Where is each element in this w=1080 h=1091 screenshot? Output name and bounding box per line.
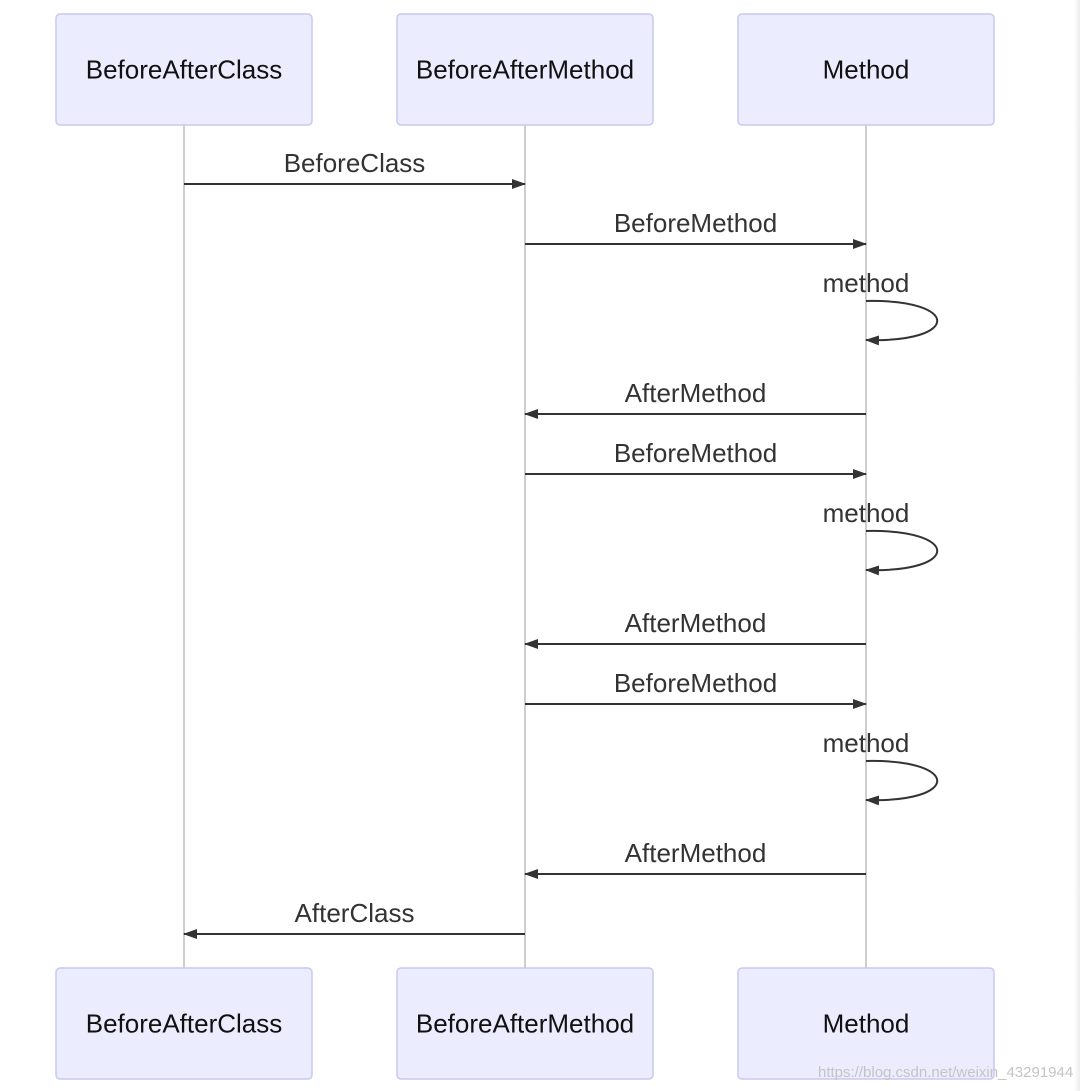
actor-box-bottom-beforeaftermethod bbox=[396, 967, 654, 1080]
message-label: BeforeMethod bbox=[614, 668, 777, 698]
self-call-arrow bbox=[865, 299, 939, 346]
message-label: BeforeMethod bbox=[614, 208, 777, 238]
actor-label-top-beforeaftermethod: BeforeAfterMethod bbox=[416, 55, 634, 85]
self-call-arrow bbox=[865, 759, 939, 806]
message-label: method bbox=[823, 268, 910, 298]
messages: BeforeClassBeforeMethodmethodAfterMethod… bbox=[183, 148, 939, 939]
message-label: BeforeMethod bbox=[614, 438, 777, 468]
actor-label-bottom-method: Method bbox=[823, 1009, 910, 1039]
actor-box-bottom-beforeafterclass bbox=[55, 967, 313, 1080]
actor-box-top-beforeaftermethod bbox=[396, 13, 654, 126]
message-label: method bbox=[823, 498, 910, 528]
page-edge-shadow bbox=[1074, 0, 1080, 1091]
message-label: method bbox=[823, 728, 910, 758]
actor-label-bottom-beforeaftermethod: BeforeAfterMethod bbox=[416, 1009, 634, 1039]
actor-box-top-beforeafterclass bbox=[55, 13, 313, 126]
actor-label-top-method: Method bbox=[823, 55, 910, 85]
message-label: AfterMethod bbox=[625, 608, 767, 638]
watermark-text: https://blog.csdn.net/weixin_43291944 bbox=[818, 1064, 1074, 1081]
actor-box-top-method bbox=[737, 13, 995, 126]
message-label: AfterMethod bbox=[625, 838, 767, 868]
message-label: BeforeClass bbox=[284, 148, 426, 178]
actor-box-bottom-method bbox=[737, 967, 995, 1080]
actor-label-top-beforeafterclass: BeforeAfterClass bbox=[86, 55, 283, 85]
self-call-arrow bbox=[865, 529, 939, 576]
actor-label-bottom-beforeafterclass: BeforeAfterClass bbox=[86, 1009, 283, 1039]
lifelines bbox=[183, 125, 867, 968]
message-label: AfterMethod bbox=[625, 378, 767, 408]
message-label: AfterClass bbox=[295, 898, 415, 928]
